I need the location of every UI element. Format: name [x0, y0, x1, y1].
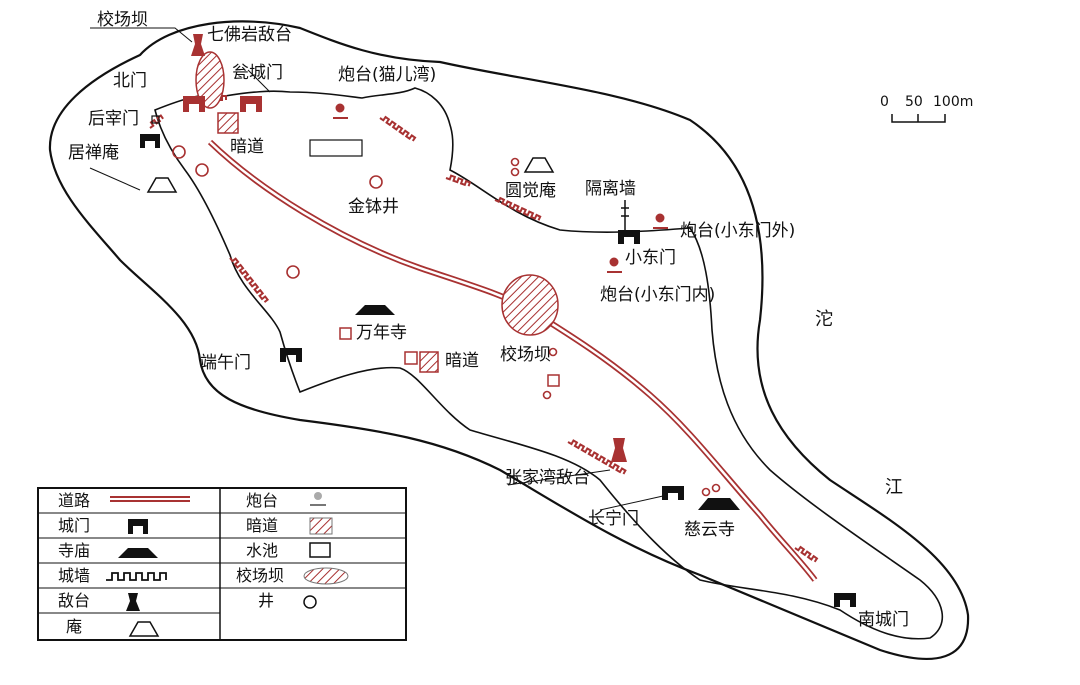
scale-mid: 50 — [905, 94, 923, 110]
legend-parade-icon — [303, 567, 349, 585]
legend-tunnel-icon — [309, 517, 333, 535]
legend-watchtower-label: 敌台 — [58, 591, 90, 610]
label-anda-top: 暗道 — [230, 137, 264, 157]
legend-nunnery-icon — [128, 621, 160, 637]
legend-well-label: 井 — [258, 591, 274, 610]
legend-temple-icon — [118, 548, 158, 558]
tunnel-mid — [419, 351, 439, 373]
legend-nunnery-label: 庵 — [66, 617, 82, 636]
label-river-jiang: 江 — [885, 477, 903, 498]
scale-zero: 0 — [880, 94, 889, 110]
label-xiaodongmen: 小东门 — [625, 248, 676, 268]
label-juchanan: 居禅庵 — [68, 143, 119, 163]
label-gelicang: 隔离墙 — [585, 179, 636, 199]
legend-gate-icon — [128, 519, 148, 534]
label-wannian: 万年寺 — [356, 323, 407, 343]
label-yuanjuean: 圆觉庵 — [505, 181, 556, 201]
label-jinbojing: 金钵井 — [348, 197, 399, 217]
label-paotai-in: 炮台(小东门内) — [600, 285, 715, 305]
temple-wannian — [355, 305, 395, 315]
wells — [172, 145, 721, 497]
parade-ground-top — [195, 51, 225, 109]
legend-well-icon — [303, 595, 317, 609]
legend-road-label: 道路 — [58, 491, 90, 510]
legend-tunnel-label: 暗道 — [246, 516, 278, 535]
legend-gate-label: 城门 — [58, 516, 90, 535]
legend-cannon-icon — [310, 492, 326, 506]
nunnery-yuanjue — [523, 157, 555, 173]
watchtower-qifoyan — [191, 34, 205, 56]
label-qifoyan: 七佛岩敌台 — [207, 25, 292, 45]
label-nanchengmen: 南城门 — [858, 610, 909, 630]
parade-ground-mid — [501, 274, 559, 336]
pond — [151, 115, 160, 124]
label-paotai-maoerwan: 炮台(猫儿湾) — [338, 65, 436, 85]
label-river-tuo: 沱 — [815, 309, 833, 330]
legend-temple-label: 寺庙 — [58, 541, 90, 560]
label-wengchengmen: 瓮城门 — [232, 63, 283, 83]
pond — [404, 351, 418, 365]
label-anda-mid: 暗道 — [445, 351, 479, 371]
pond — [339, 327, 352, 340]
label-houzaimen: 后宰门 — [88, 109, 139, 129]
scale-bar: 0 50 100m — [880, 94, 973, 123]
legend: 道路 城门 寺庙 城墙 敌台 庵 炮台 暗道 水池 校场坝 井 — [37, 487, 407, 641]
scale-end: 100m — [933, 94, 973, 110]
legend-wall-icon — [106, 572, 167, 581]
leader-lines — [89, 27, 664, 511]
tunnel-top — [217, 112, 239, 134]
outer-river-bank — [48, 20, 970, 661]
pond — [547, 374, 560, 387]
label-duanwumen: 端午门 — [200, 353, 251, 373]
label-jiaochangba-top: 校场坝 — [97, 10, 148, 30]
watchtower-zhangjiawan — [611, 438, 627, 462]
legend-watchtower-icon — [126, 593, 140, 611]
label-paotai-out: 炮台(小东门外) — [680, 221, 795, 241]
temple-ciyun — [698, 498, 740, 510]
legend-wall-label: 城墙 — [58, 566, 90, 585]
legend-pond-icon — [309, 542, 331, 558]
legend-parade-label: 校场坝 — [236, 566, 284, 585]
label-changningmen: 长宁门 — [588, 509, 639, 529]
legend-cannon-label: 炮台 — [246, 491, 278, 510]
label-zhangjiawan: 张家湾敌台 — [505, 468, 590, 488]
cannon-platforms — [333, 103, 668, 273]
label-ciyunsi: 慈云寺 — [684, 520, 735, 540]
gate-beimen-red — [183, 96, 205, 112]
label-jiaochangba-mid: 校场坝 — [500, 345, 551, 365]
nunnery-juchan — [146, 177, 178, 193]
pond — [309, 139, 363, 157]
isolation-wall — [621, 200, 629, 230]
label-beimen: 北门 — [113, 71, 147, 91]
city-perimeter — [154, 87, 944, 640]
legend-pond-label: 水池 — [246, 541, 278, 560]
